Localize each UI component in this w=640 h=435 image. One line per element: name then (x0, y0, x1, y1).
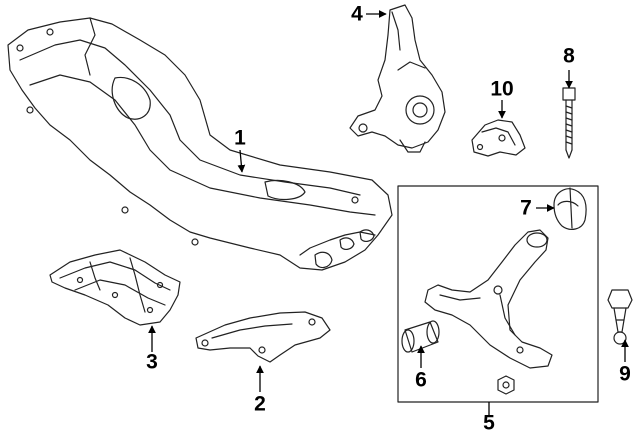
callout-5: 5 (483, 411, 495, 435)
steering-knuckle-part (349, 4, 446, 153)
ball-joint-part-9 (607, 289, 633, 345)
bolt-part-8 (562, 87, 576, 159)
under-cover-bracket-part (49, 249, 181, 326)
bracket-part-10 (471, 119, 526, 157)
lower-control-arm-part (424, 229, 553, 369)
callout-8: 8 (563, 44, 575, 68)
reinforcement-plate-part (195, 311, 331, 363)
callout-10: 10 (490, 77, 514, 101)
callout-2: 2 (254, 392, 266, 416)
nut-part (497, 375, 515, 395)
bushing-part-6 (401, 320, 440, 353)
control-arm-group-box (397, 185, 599, 403)
callout-3: 3 (146, 350, 158, 374)
callout-7: 7 (520, 196, 532, 220)
callout-9: 9 (619, 362, 631, 386)
callout-6: 6 (415, 368, 427, 392)
front-crossmember-part (7, 17, 393, 271)
callout-1: 1 (234, 126, 246, 150)
arrow-1 (237, 149, 246, 173)
bushing-part-7 (553, 187, 587, 230)
callout-4: 4 (351, 2, 363, 26)
